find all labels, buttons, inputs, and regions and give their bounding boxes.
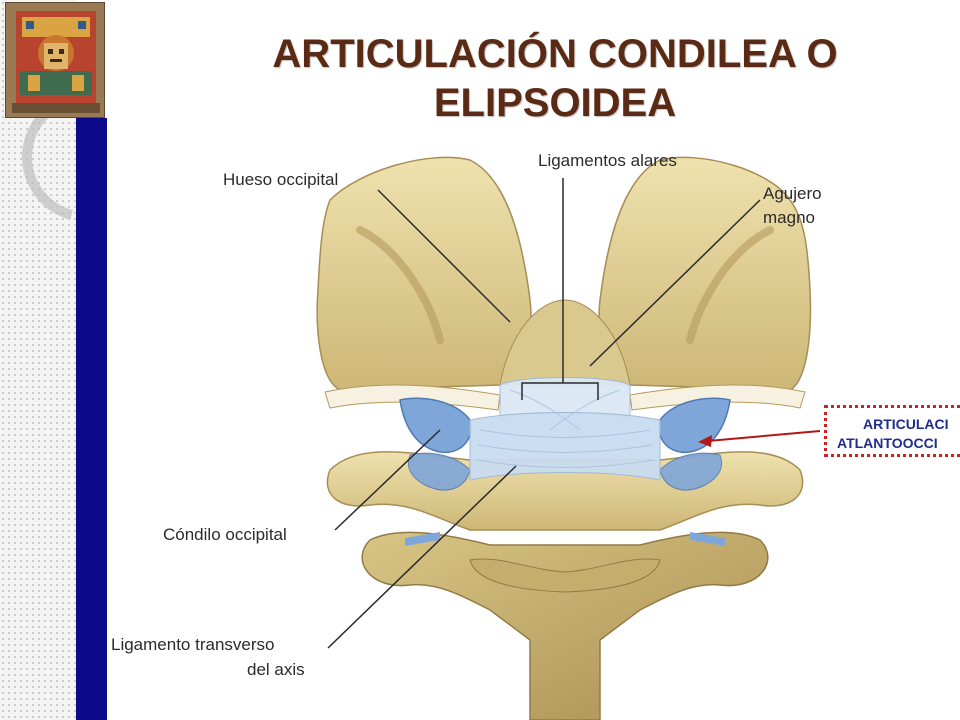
alar-bracket bbox=[521, 382, 599, 400]
callout-line-2: ATLANTOOCCI bbox=[837, 435, 938, 451]
leader-hueso-occipital bbox=[377, 189, 511, 323]
title-line-2: ELIPSOIDEA bbox=[433, 81, 677, 125]
label-ligamento-transverso-line1: Ligamento transverso bbox=[111, 635, 275, 654]
callout-arrow bbox=[698, 430, 821, 447]
label-ligamentos-alares: Ligamentos alares bbox=[538, 151, 677, 170]
sidebar-white-edge bbox=[107, 0, 121, 720]
atlas-inner-left bbox=[407, 452, 471, 491]
axis-disc-left bbox=[405, 532, 440, 546]
slide-title: ARTICULACIÓN CONDILEA O ELIPSOIDEA bbox=[150, 30, 960, 128]
condyle-cartilage-right bbox=[658, 397, 731, 454]
condyle-cartilage-left bbox=[399, 397, 472, 454]
atlas-inner-right bbox=[659, 452, 723, 491]
axis-spine bbox=[469, 558, 661, 593]
leader-ligamento-transverso bbox=[327, 465, 517, 649]
sidebar-blue-bar bbox=[76, 118, 107, 720]
occipital-bone-left bbox=[316, 156, 532, 391]
axis-disc-right bbox=[690, 532, 725, 546]
axis-vertebra bbox=[361, 531, 769, 720]
label-condilo-occipital: Cóndilo occipital bbox=[163, 525, 287, 544]
aztec-mural-logo-icon bbox=[5, 2, 105, 118]
logo-artwork bbox=[6, 3, 104, 117]
leader-agujero-magno bbox=[589, 199, 761, 367]
transverse-ligament bbox=[469, 412, 661, 481]
label-agujero-magno-line1: Agujero bbox=[763, 184, 822, 203]
label-agujero-magno-line2: magno bbox=[763, 208, 815, 227]
occipital-ridge-left bbox=[356, 226, 444, 344]
label-hueso-occipital: Hueso occipital bbox=[223, 170, 339, 189]
callout-line-1: ARTICULACI bbox=[863, 416, 949, 432]
leader-condilo-occipital bbox=[334, 429, 441, 531]
label-ligamento-transverso-line2: del axis bbox=[247, 660, 305, 679]
callout-box: ARTICULACI ATLANTOOCCI bbox=[824, 405, 960, 457]
sidebar-dotted-strip bbox=[0, 0, 76, 720]
foramen-magnum bbox=[499, 299, 631, 386]
ligament-fibers bbox=[475, 389, 655, 468]
leader-lines bbox=[327, 178, 761, 649]
title-line-1: ARTICULACIÓN CONDILEA O bbox=[272, 32, 838, 76]
occipital-ridge-right bbox=[686, 226, 774, 344]
